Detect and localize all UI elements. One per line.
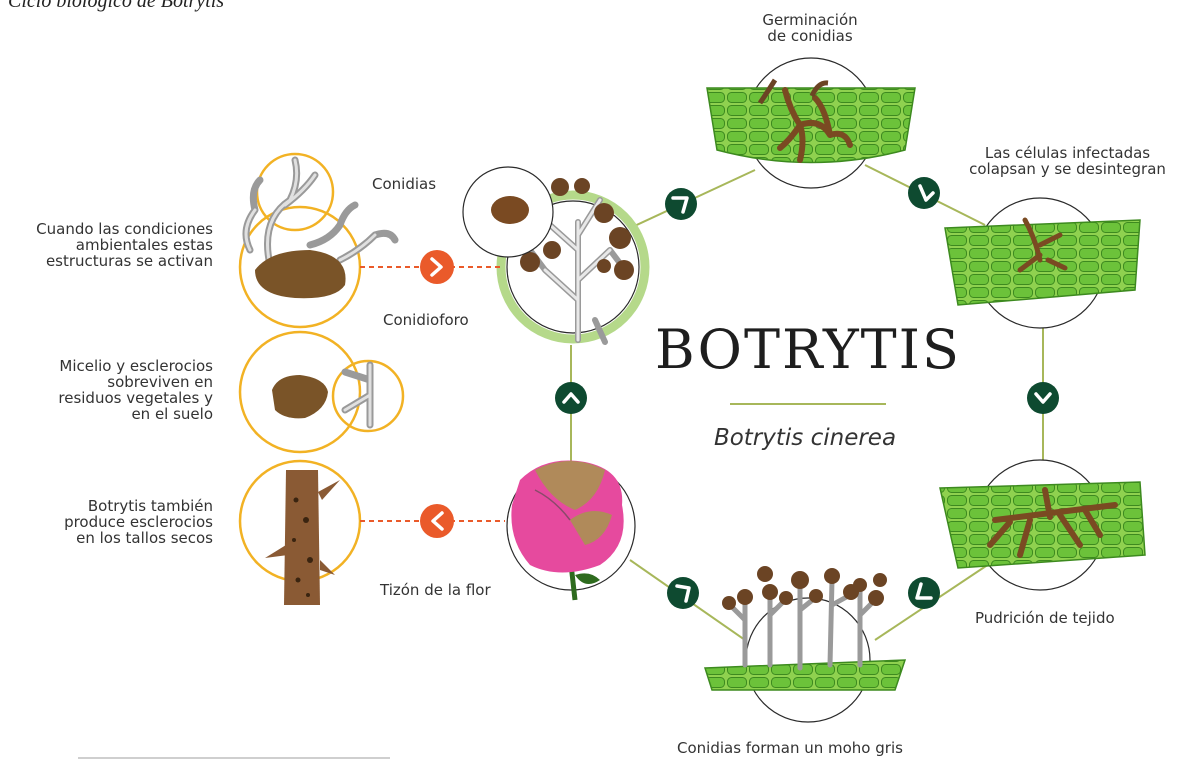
side-connectors bbox=[360, 267, 505, 521]
cycle-arrow-icon bbox=[908, 577, 940, 609]
cycle-arrow-icon bbox=[665, 188, 697, 220]
label-celulas-infectadas: Las células infectadas colapsan y se des… bbox=[950, 145, 1185, 177]
label-micelio: Micelio y esclerocios sobreviven en resi… bbox=[8, 358, 213, 422]
side-rings bbox=[240, 154, 403, 581]
label-condiciones-activan: Cuando las condiciones ambientales estas… bbox=[8, 221, 213, 269]
tizon-flor-illustration bbox=[507, 460, 635, 600]
label-germinacion: Germinación de conidias bbox=[735, 12, 885, 44]
conidia-spore bbox=[491, 196, 529, 224]
diagram-title: BOTRYTIS bbox=[655, 318, 955, 381]
label-moho-gris: Conidias forman un moho gris bbox=[677, 740, 903, 756]
title-divider bbox=[730, 403, 886, 405]
cycle-arrow-icon bbox=[1027, 382, 1059, 414]
label-tallos-secos: Botrytis también produce esclerocios en … bbox=[8, 498, 213, 546]
moho-gris-illustration bbox=[705, 566, 905, 722]
orange-arrow-icon bbox=[420, 250, 454, 284]
label-conidias: Conidias bbox=[372, 176, 436, 192]
species-name: Botrytis cinerea bbox=[655, 425, 955, 451]
celulas-illustration bbox=[945, 198, 1140, 328]
cycle-arrow-icon bbox=[908, 177, 940, 209]
pudricion-illustration bbox=[940, 460, 1145, 590]
conidioforo-illustration bbox=[463, 167, 645, 342]
label-conidioforo: Conidioforo bbox=[383, 312, 469, 328]
label-tizon-flor: Tizón de la flor bbox=[380, 582, 491, 598]
tallo-seco-illustration bbox=[265, 470, 340, 605]
cycle-arrow-icon bbox=[667, 577, 699, 609]
cycle-arrow-icon bbox=[555, 382, 587, 414]
orange-arrow-icon bbox=[420, 504, 454, 538]
label-pudricion: Pudrición de tejido bbox=[975, 610, 1115, 626]
bottom-divider bbox=[78, 757, 390, 759]
germinacion-illustration bbox=[707, 58, 915, 188]
